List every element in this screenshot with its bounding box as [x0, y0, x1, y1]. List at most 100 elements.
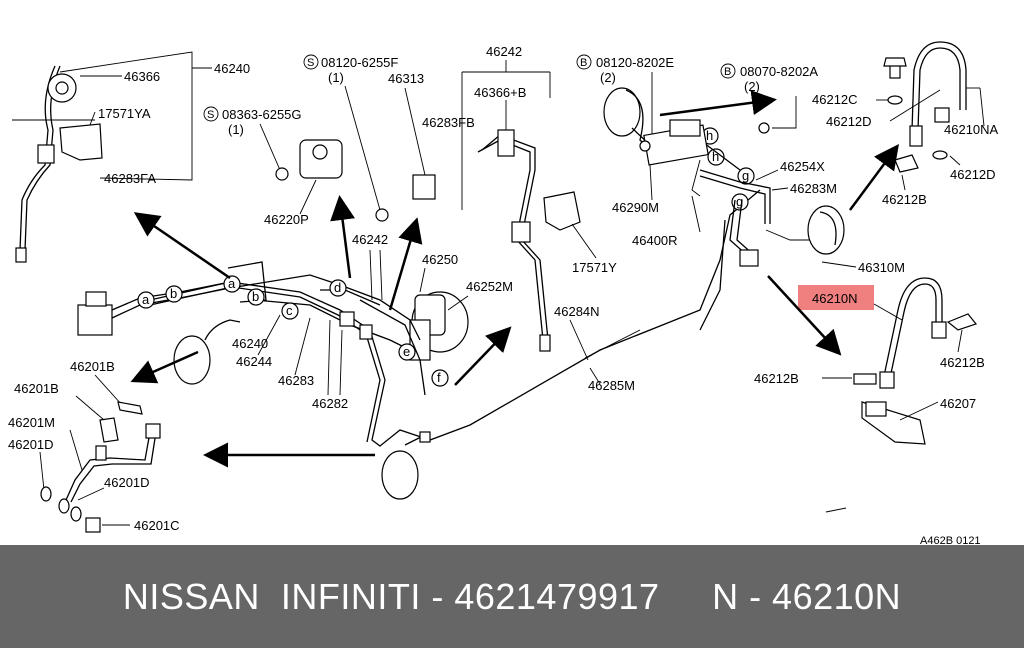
svg-text:c: c [286, 303, 293, 318]
wheel-cylinder-left-part [173, 335, 211, 385]
svg-text:B: B [724, 66, 731, 78]
junction-block-part [77, 304, 113, 336]
svg-text:h: h [706, 128, 713, 143]
clip-46212b-mid-part [853, 373, 877, 385]
group-46210na: 46212C 46212D 46210NA 46212D 46212B [812, 41, 999, 207]
svg-text:f: f [437, 370, 441, 385]
label-46366b: 46366+B [474, 85, 526, 100]
connector-e [398, 343, 416, 361]
label-46201m: 46201M [8, 415, 55, 430]
svg-text:e: e [403, 344, 410, 359]
label-46285m: 46285M [588, 378, 635, 393]
label-46210na: 46210NA [944, 122, 999, 137]
connector-b-right [247, 288, 265, 306]
brake-line-diagram: 46366 46240 17571YA 46283FA S 08120-6255… [8, 41, 999, 545]
group-46250: 46250 46252M [409, 252, 513, 361]
label-46283m: 46283M [790, 181, 837, 196]
svg-text:g: g [736, 194, 743, 209]
connector-g-top [737, 167, 755, 185]
label-46212d-right: 46212D [950, 167, 996, 182]
group-mid-labels: 46242 46240 46244 46283 46282 [232, 232, 431, 500]
label-46310m: 46310M [858, 260, 905, 275]
label-46212b-right: 46212B [940, 355, 985, 370]
group-46240-top-left: 46366 46240 17571YA 46283FA [12, 51, 250, 263]
s-mark-08363-6255g [203, 106, 219, 122]
connector-b [165, 285, 183, 303]
connector-a [137, 291, 155, 309]
bolt-08120-6255f-part [375, 208, 389, 222]
part-number-banner: NISSAN INFINITI - 4621479917 N - 46210N [0, 545, 1024, 648]
label-08120-6255f-qty: (1) [328, 70, 344, 85]
label-46250: 46250 [422, 252, 458, 267]
connector-h-lower [707, 148, 725, 166]
svg-text:b: b [170, 286, 177, 301]
connector-markers: a b a b c d e f g g h h [137, 127, 755, 387]
bolt-46201c-part [85, 517, 101, 533]
group-46210n: 46210N 46212B 46212B 46207 [754, 277, 985, 513]
svg-text:b: b [252, 289, 259, 304]
label-46212b-mid: 46212B [754, 371, 799, 386]
connector-g [731, 193, 749, 211]
label-46212c: 46212C [812, 92, 858, 107]
label-46283fb: 46283FB [422, 115, 475, 130]
label-46313: 46313 [388, 71, 424, 86]
reference-code: A462B 0121 [920, 535, 981, 545]
label-08363-6255g-qty: (1) [228, 122, 244, 137]
connector-a-right [223, 275, 241, 293]
label-08120-8202e: 08120-8202E [596, 55, 674, 70]
group-top-right: B 08120-8202E (2) B 08070-8202A (2) 4629… [576, 54, 905, 275]
label-08120-8202e-qty: (2) [600, 70, 616, 85]
label-46240-mid: 46240 [232, 336, 268, 351]
fitting-46283fa-part [37, 144, 55, 164]
label-46400r: 46400R [632, 233, 678, 248]
label-46201b-a: 46201B [70, 359, 115, 374]
label-46220p: 46220P [264, 212, 309, 227]
label-08070-8202a: 08070-8202A [740, 64, 818, 79]
label-46207: 46207 [940, 396, 976, 411]
svg-text:B: B [580, 57, 587, 69]
svg-text:h: h [712, 149, 719, 164]
label-46283: 46283 [278, 373, 314, 388]
label-46242-mid: 46242 [352, 232, 388, 247]
b-mark-08120-8202e [576, 54, 592, 70]
label-46244: 46244 [236, 354, 272, 369]
label-46290m: 46290M [612, 200, 659, 215]
label-46283fa: 46283FA [104, 171, 156, 186]
svg-text:g: g [742, 168, 749, 183]
label-46212b-top: 46212B [882, 192, 927, 207]
label-46284n: 46284N [554, 304, 600, 319]
direction-arrows [130, 90, 899, 468]
bracket-17571y-part [543, 191, 581, 231]
label-46210n: 46210N [812, 291, 858, 306]
label-08120-6255f: 08120-6255F [321, 55, 398, 70]
wheel-cylinder-front-part [381, 450, 419, 500]
group-left-junction [77, 261, 267, 385]
wheel-cylinder-rear-right-part [603, 87, 641, 137]
connector-c [281, 302, 299, 320]
label-46201d-right: 46201D [104, 475, 150, 490]
label-46201b-b: 46201B [14, 381, 59, 396]
label-46282: 46282 [312, 396, 348, 411]
svg-text:a: a [142, 292, 150, 307]
label-46252m: 46252M [466, 279, 513, 294]
label-46366: 46366 [124, 69, 160, 84]
label-17571ya: 17571YA [98, 106, 151, 121]
label-46212d-left: 46212D [826, 114, 872, 129]
part-number-text: NISSAN INFINITI - 4621479917 N - 46210N [122, 575, 902, 617]
svg-text:S: S [307, 57, 314, 69]
group-46201: 46201B 46201B 46201M 46201D 46201D 46201… [8, 359, 180, 533]
label-08363-6255g: 08363-6255G [222, 107, 302, 122]
group-46284n-46285m: 46284N 46285M [554, 304, 641, 393]
svg-text:d: d [334, 280, 341, 295]
label-46242-top: 46242 [486, 44, 522, 59]
label-46201c: 46201C [134, 518, 180, 533]
s-mark-08120-6255f [303, 54, 319, 70]
label-46254x: 46254X [780, 159, 825, 174]
label-17571y: 17571Y [572, 260, 617, 275]
group-46242-top: 46242 46366+B 46283FB 17571Y [422, 44, 617, 352]
svg-text:a: a [228, 276, 236, 291]
b-mark-08070-8202a [720, 63, 736, 79]
label-46201d-left: 46201D [8, 437, 54, 452]
label-08070-8202a-qty: (2) [744, 79, 760, 94]
